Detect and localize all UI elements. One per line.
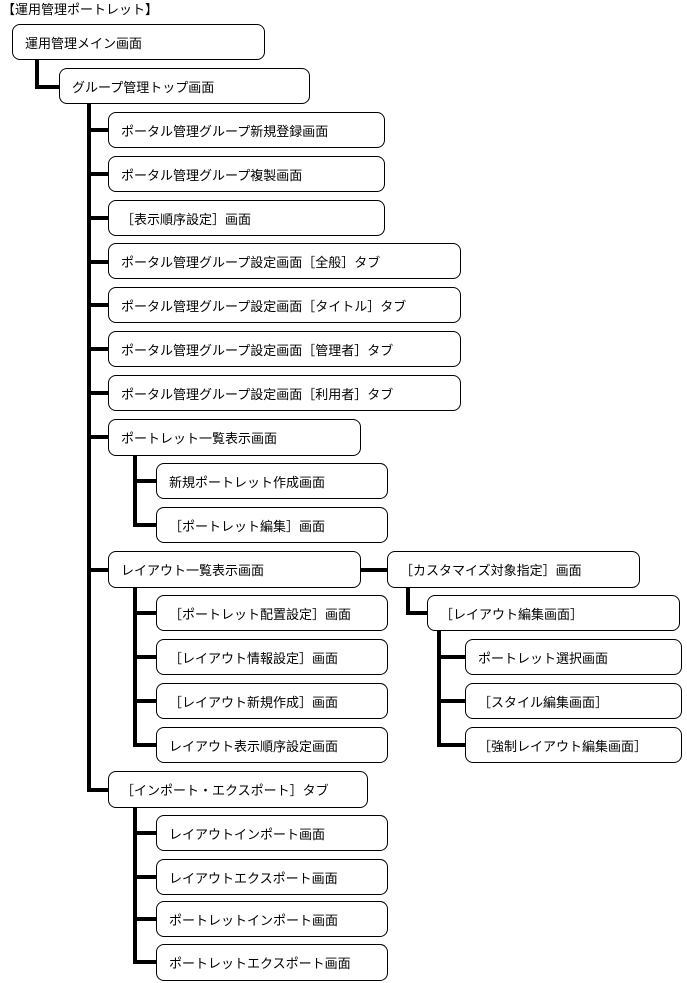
node-custom-target[interactable]: ［カスタマイズ対象指定］画面 bbox=[387, 551, 640, 588]
connector-line bbox=[437, 699, 466, 703]
node-layout-import[interactable]: レイアウトインポート画面 bbox=[156, 815, 388, 851]
connector-line bbox=[133, 917, 157, 921]
connector-line bbox=[133, 479, 157, 483]
node-import-export-tab[interactable]: ［インポート・エクスポート］タブ bbox=[108, 771, 368, 808]
connector-line bbox=[133, 831, 157, 835]
node-layout-info[interactable]: ［レイアウト情報設定］画面 bbox=[156, 639, 388, 675]
connector-line bbox=[133, 455, 137, 527]
node-tab-general[interactable]: ポータル管理グループ設定画面［全般］タブ bbox=[108, 243, 461, 279]
connector-line bbox=[87, 103, 91, 792]
connector-line bbox=[87, 216, 109, 220]
node-group-new[interactable]: ポータル管理グループ新規登録画面 bbox=[108, 112, 385, 148]
connector-line bbox=[437, 743, 466, 747]
connector-line bbox=[406, 611, 428, 615]
node-portlet-select[interactable]: ポートレット選択画面 bbox=[465, 639, 682, 675]
connector-line bbox=[133, 960, 157, 964]
connector-line bbox=[437, 631, 441, 747]
connector-line bbox=[87, 347, 109, 351]
connector-line bbox=[35, 85, 60, 89]
connector-line bbox=[87, 128, 109, 132]
node-portlet-import[interactable]: ポートレットインポート画面 bbox=[156, 901, 388, 937]
connector-line bbox=[87, 260, 109, 264]
node-portlet-export[interactable]: ポートレットエクスポート画面 bbox=[156, 944, 388, 981]
connector-line bbox=[133, 807, 137, 964]
connector-line bbox=[87, 391, 109, 395]
connector-line bbox=[133, 523, 157, 527]
node-layout-order[interactable]: レイアウト表示順序設定画面 bbox=[156, 727, 388, 763]
node-layout-new[interactable]: ［レイアウト新規作成］画面 bbox=[156, 683, 388, 719]
node-portlet-placement[interactable]: ［ポートレット配置設定］画面 bbox=[156, 595, 388, 631]
node-group-top[interactable]: グループ管理トップ画面 bbox=[59, 68, 310, 104]
connector-line bbox=[35, 59, 39, 88]
node-portlet-edit[interactable]: ［ポートレット編集］画面 bbox=[156, 507, 388, 543]
node-tab-user[interactable]: ポータル管理グループ設定画面［利用者］タブ bbox=[108, 375, 461, 411]
node-portlet-list[interactable]: ポートレット一覧表示画面 bbox=[108, 419, 361, 456]
node-forced-layout-edit[interactable]: ［強制レイアウト編集画面］ bbox=[465, 727, 682, 763]
node-layout-edit[interactable]: ［レイアウト編集画面］ bbox=[427, 595, 680, 631]
connector-line bbox=[87, 788, 109, 792]
connector-line bbox=[87, 435, 109, 439]
node-style-edit[interactable]: ［スタイル編集画面］ bbox=[465, 683, 682, 719]
connector-line bbox=[133, 611, 157, 615]
connector-line bbox=[87, 568, 109, 572]
node-layout-list[interactable]: レイアウト一覧表示画面 bbox=[108, 551, 361, 588]
connector-line bbox=[133, 875, 157, 879]
connector-line bbox=[437, 655, 466, 659]
connector-line bbox=[133, 655, 157, 659]
node-main-screen[interactable]: 運用管理メイン画面 bbox=[12, 24, 265, 60]
node-tab-title[interactable]: ポータル管理グループ設定画面［タイトル］タブ bbox=[108, 287, 461, 323]
connector-line bbox=[133, 699, 157, 703]
node-layout-export[interactable]: レイアウトエクスポート画面 bbox=[156, 859, 388, 895]
node-portlet-new[interactable]: 新規ポートレット作成画面 bbox=[156, 463, 388, 499]
node-display-order[interactable]: ［表示順序設定］画面 bbox=[108, 200, 385, 236]
node-tab-admin[interactable]: ポータル管理グループ設定画面［管理者］タブ bbox=[108, 331, 461, 367]
connector-line bbox=[406, 587, 410, 615]
node-group-copy[interactable]: ポータル管理グループ複製画面 bbox=[108, 156, 385, 192]
connector-line bbox=[87, 303, 109, 307]
connector-line bbox=[133, 743, 157, 747]
diagram-title: 【運用管理ポートレット】 bbox=[2, 3, 159, 18]
connector-line bbox=[87, 172, 109, 176]
connector-line bbox=[133, 587, 137, 747]
connector-line bbox=[360, 568, 388, 572]
